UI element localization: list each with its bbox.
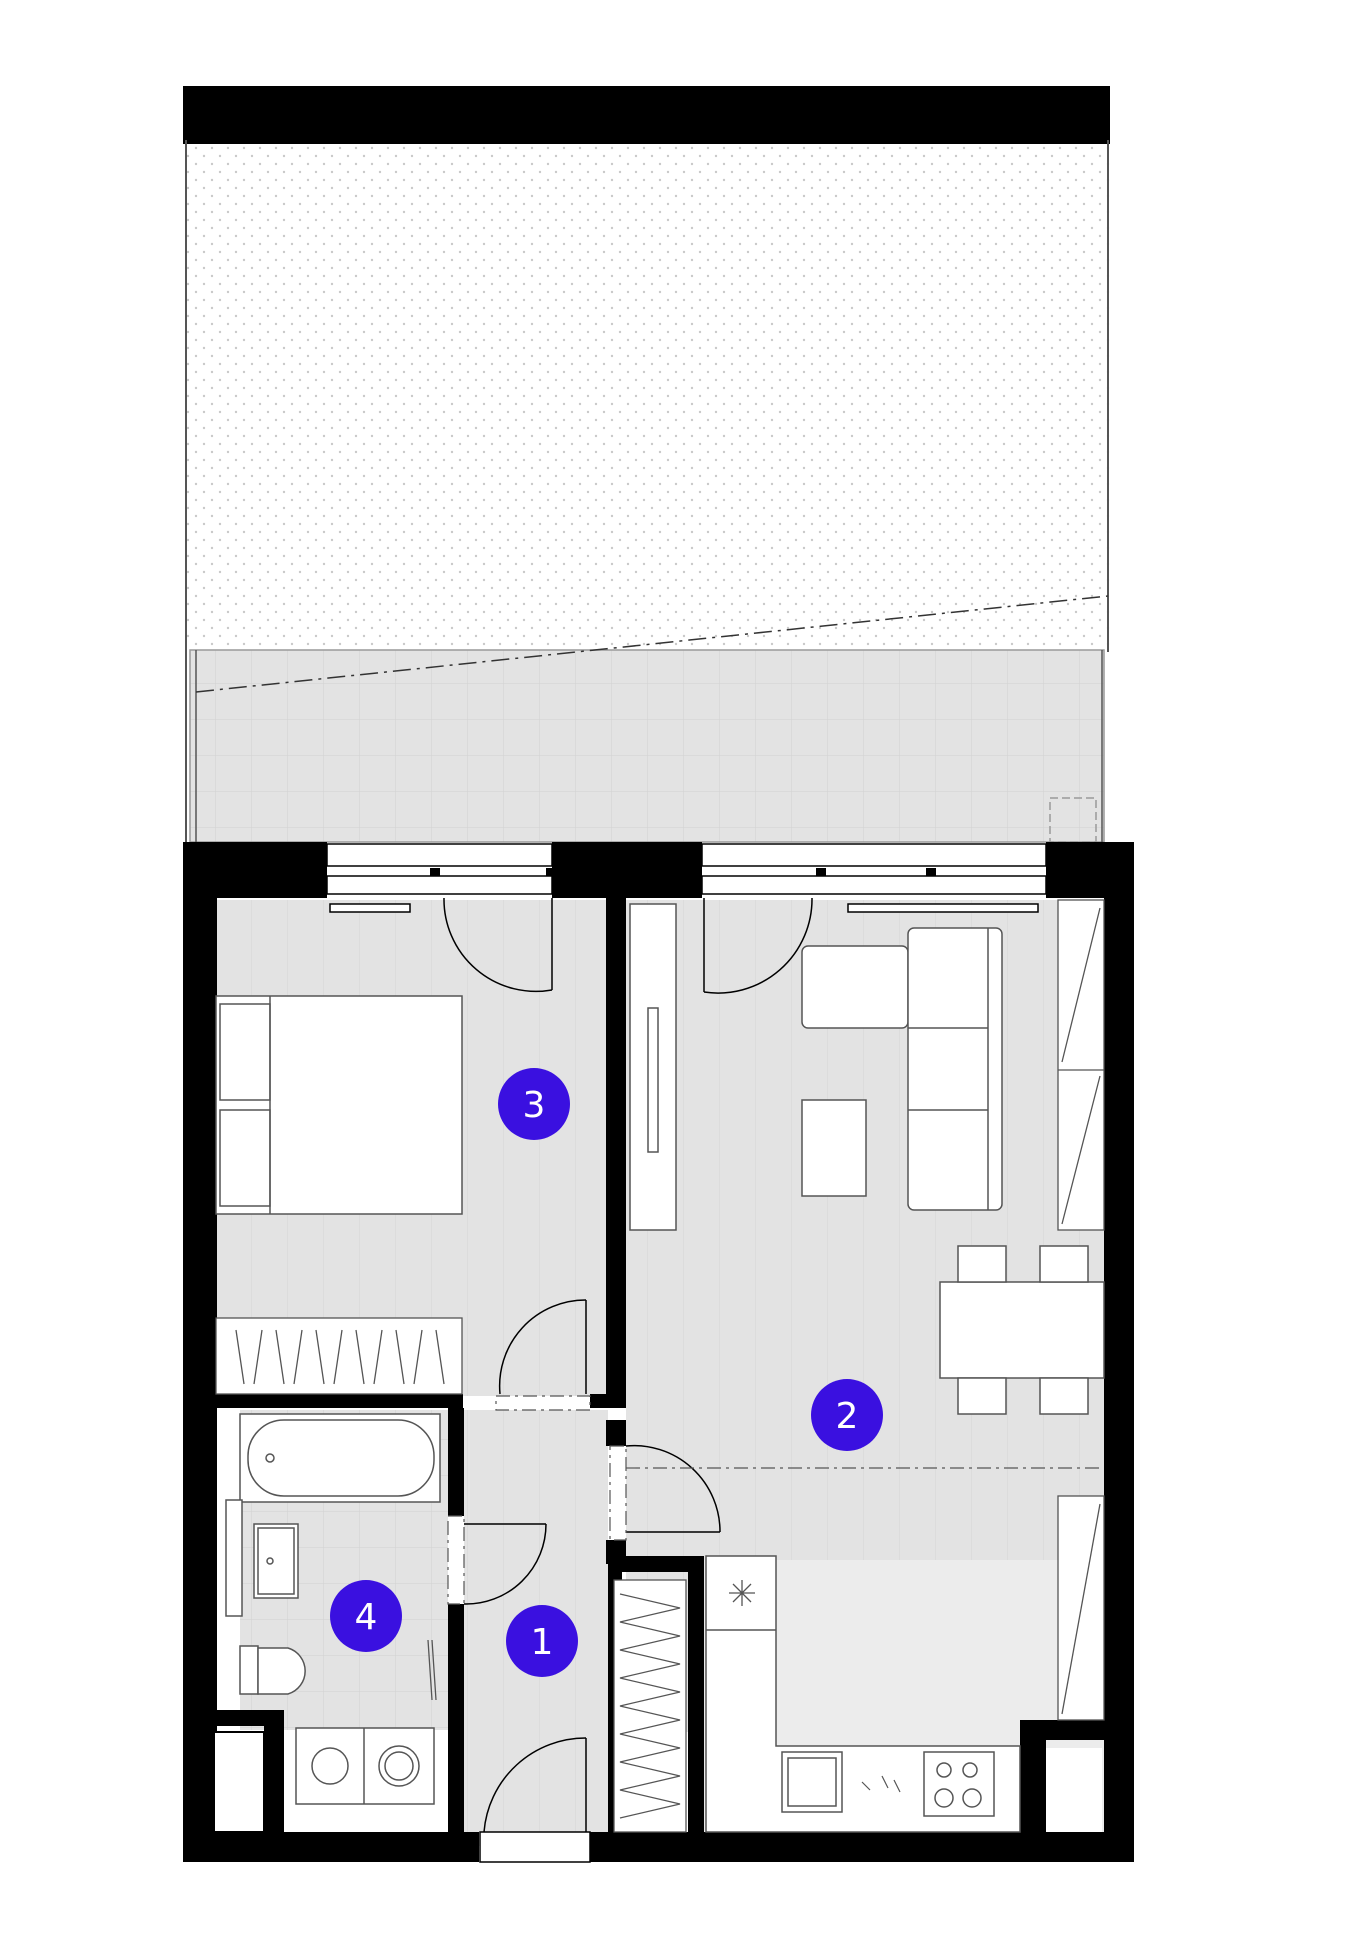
tv-cabinet <box>629 903 677 1231</box>
room-marker-4: 4 <box>330 1580 402 1652</box>
fridge-icon <box>729 1580 755 1606</box>
bedroom-wardrobe <box>215 1317 463 1395</box>
radiator-living <box>847 903 1039 913</box>
doors <box>443 897 813 1833</box>
garden-area <box>186 140 1110 650</box>
windows <box>326 843 1047 1863</box>
room-number-3: 3 <box>523 1085 546 1126</box>
window-mullions <box>430 868 936 876</box>
bathtub <box>239 1413 441 1503</box>
towel-rail <box>427 1639 437 1701</box>
coffee-table <box>801 1099 867 1197</box>
garden-top-wall <box>183 86 1110 144</box>
property-boundary-line <box>195 595 1109 693</box>
kitchen-sink <box>781 1751 843 1813</box>
room-marker-3: 3 <box>498 1068 570 1140</box>
room-marker-2: 2 <box>811 1379 883 1451</box>
room-number-4: 4 <box>355 1597 378 1638</box>
washing-machine <box>295 1727 435 1805</box>
service-box <box>213 1731 265 1833</box>
living-wardrobe <box>1057 899 1105 1231</box>
sofa <box>801 927 1003 1211</box>
washbasin <box>225 1499 299 1617</box>
hall-cabinet <box>613 1579 687 1833</box>
walls <box>183 842 1134 1862</box>
radiator-bedroom <box>329 903 411 913</box>
living-side-cabinet <box>1057 1495 1105 1721</box>
room-number-1: 1 <box>531 1622 554 1663</box>
room-number-2: 2 <box>836 1396 859 1437</box>
room-marker-1: 1 <box>506 1605 578 1677</box>
toilet <box>239 1645 306 1695</box>
terrace-area <box>189 649 1105 843</box>
door-thresholds <box>447 1395 1104 1605</box>
corner-box <box>1046 1748 1102 1832</box>
faucet-icon <box>861 1775 901 1793</box>
dining-set <box>939 1245 1105 1415</box>
bed <box>215 995 463 1215</box>
stove <box>923 1751 995 1817</box>
